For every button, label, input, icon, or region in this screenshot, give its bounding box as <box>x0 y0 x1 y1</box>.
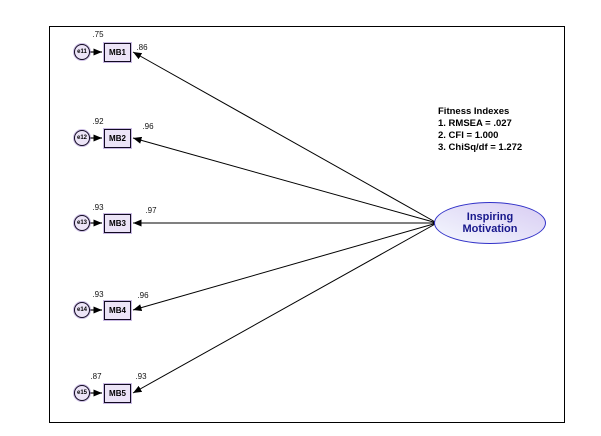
loading-label-mb5: .93 <box>135 372 147 381</box>
error-node-e15: e15 <box>74 385 90 401</box>
indicator-label: MB2 <box>109 134 126 143</box>
error-node-e12: e12 <box>74 130 90 146</box>
indicator-box-mb5: MB5 <box>104 384 131 403</box>
fitness-title: Fitness Indexes <box>438 106 510 117</box>
fitness-line-cfi: 2. CFI = 1.000 <box>438 130 499 141</box>
loading-label-mb3: .97 <box>145 206 157 215</box>
indicator-box-mb3: MB3 <box>104 214 131 233</box>
error-label: e14 <box>76 307 87 313</box>
error-label: e15 <box>76 390 87 396</box>
fitness-line-chisq: 3. ChiSq/df = 1.272 <box>438 142 523 153</box>
error-node-e13: e13 <box>74 215 90 231</box>
variance-label-mb3: .93 <box>92 203 104 212</box>
indicator-box-mb4: MB4 <box>104 301 131 320</box>
loading-arrow-mb4 <box>132 222 438 312</box>
latent-label-line1: Inspiring <box>466 211 514 223</box>
fitness-line-rmsea: 1. RMSEA = .027 <box>438 118 512 129</box>
variance-label-mb1: .75 <box>92 30 104 39</box>
error-label: e12 <box>76 135 87 141</box>
loading-label-mb2: .96 <box>142 122 154 131</box>
indicator-box-mb1: MB1 <box>104 43 131 62</box>
loading-arrow-mb1 <box>132 51 438 224</box>
variance-label-mb5: .87 <box>90 372 102 381</box>
fitness-indexes-block: Fitness Indexes 1. RMSEA = .027 2. CFI =… <box>438 106 568 154</box>
loading-label-mb1: .86 <box>136 43 148 52</box>
indicator-label: MB3 <box>109 219 126 228</box>
variance-label-mb2: .92 <box>92 117 104 126</box>
indicator-label: MB5 <box>109 389 126 398</box>
error-node-e11: e11 <box>74 44 90 60</box>
error-node-e14: e14 <box>74 302 90 318</box>
indicator-box-mb2: MB2 <box>104 129 131 148</box>
loading-arrow-mb5 <box>132 222 438 394</box>
latent-label-line2: Motivation <box>462 223 518 235</box>
error-label: e13 <box>76 220 87 226</box>
loading-label-mb4: .96 <box>137 291 149 300</box>
loading-arrow-mb2 <box>132 136 438 224</box>
variance-label-mb4: .93 <box>92 290 104 299</box>
indicator-label: MB4 <box>109 306 126 315</box>
indicator-label: MB1 <box>109 48 126 57</box>
error-label: e11 <box>77 49 87 55</box>
latent-variable-ellipse: Inspiring Motivation <box>434 202 546 244</box>
